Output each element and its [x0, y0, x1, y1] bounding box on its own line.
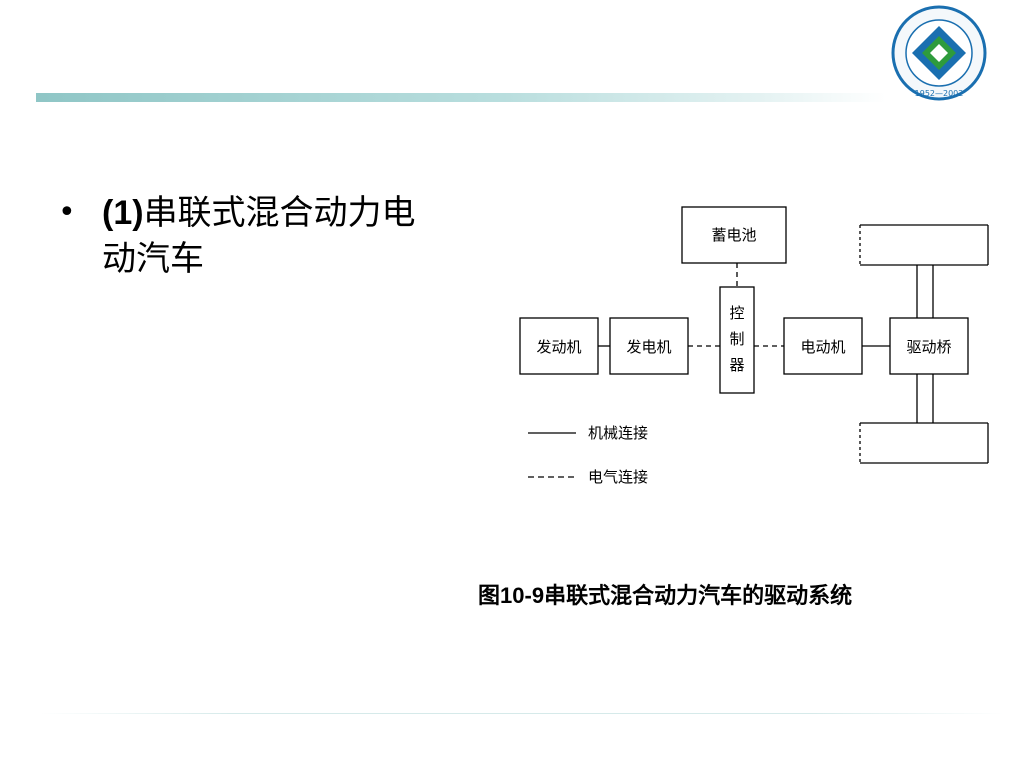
engine-label: 发动机 — [536, 338, 581, 356]
figure-caption: 图10-9串联式混合动力汽车的驱动系统 — [478, 578, 978, 610]
header-rule — [36, 93, 886, 102]
battery-label: 蓄电池 — [711, 226, 756, 244]
bullet-line1: 串联式混合动力电 — [143, 193, 416, 233]
caption-prefix: 图 — [478, 583, 501, 608]
controller-label-2: 制 — [729, 330, 744, 348]
caption-text: 串联式混合动力汽车的驱动系统 — [544, 583, 853, 608]
wheel-bottom — [859, 422, 989, 464]
bullet-text: (1)串联式混合动力电 动汽车 — [102, 190, 488, 282]
footer-rule — [40, 713, 1004, 714]
bullet-number: (1) — [102, 194, 144, 232]
legend-mechanical-label: 机械连接 — [588, 424, 648, 442]
motor-label: 电动机 — [800, 338, 845, 356]
bullet-line2: 动汽车 — [102, 239, 204, 279]
controller-label-1: 控 — [729, 304, 744, 322]
bullet-item: • (1)串联式混合动力电 动汽车 — [58, 190, 488, 282]
caption-number: 10-9 — [500, 583, 545, 608]
controller-box — [719, 286, 755, 394]
battery-box — [681, 206, 787, 264]
drive-axle-label: 驱动桥 — [906, 338, 951, 356]
hybrid-drive-diagram: 蓄电池 发动机 发电机 控 制 器 电动机 驱动桥 机械连接 电气连接 — [519, 206, 989, 486]
legend-electrical-label: 电气连接 — [588, 468, 648, 486]
logo-years: 1952—2002 — [915, 89, 964, 98]
bullet-dot-icon: • — [58, 195, 76, 230]
generator-label: 发电机 — [626, 338, 671, 356]
controller-label-3: 器 — [729, 356, 744, 374]
wheel-top — [859, 224, 989, 266]
school-logo: 1952—2002 — [891, 5, 987, 101]
